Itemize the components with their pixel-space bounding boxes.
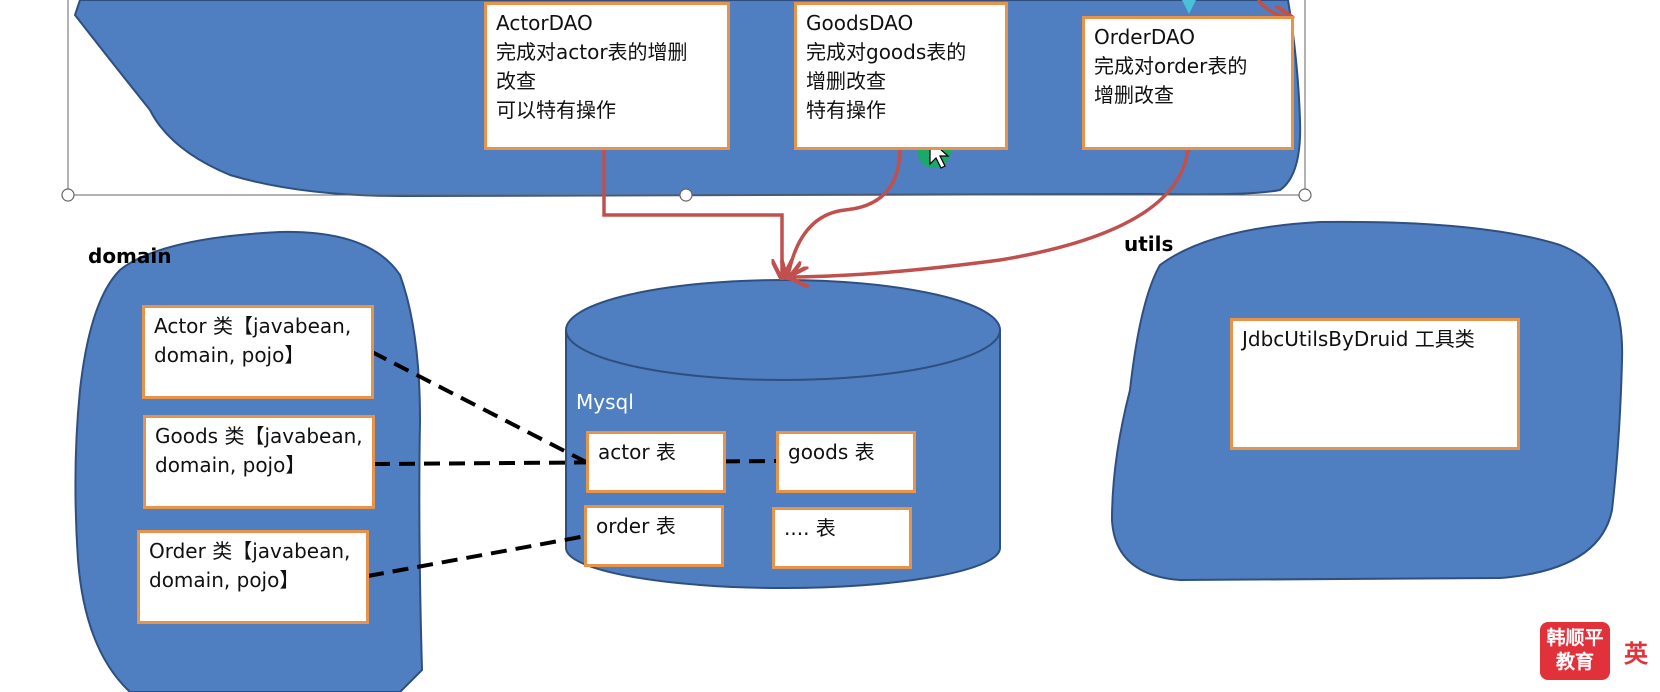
actordao-line: ActorDAO (496, 11, 593, 35)
brand-badge: 韩顺平 教育 (1540, 622, 1610, 680)
order-class-line: Order 类【javabean, (149, 539, 351, 563)
dashed-link-actor (371, 350, 587, 464)
goods-table-box[interactable]: goods 表 (776, 431, 916, 493)
selection-handle-bottom[interactable] (679, 188, 693, 202)
orderdao-line: 增删改查 (1094, 83, 1174, 107)
actordao-line: 可以特有操作 (496, 98, 616, 122)
ime-indicator[interactable]: 英 (1624, 640, 1648, 668)
mysql-label: Mysql (576, 390, 634, 414)
goodsdao-line: 特有操作 (806, 98, 886, 122)
mysql-cylinder-top (565, 279, 1001, 381)
selection-handle-left[interactable] (61, 188, 75, 202)
other-table-box[interactable]: .... 表 (772, 507, 912, 569)
jdbc-utils-label: JdbcUtilsByDruid 工具类 (1242, 327, 1475, 351)
utils-label: utils (1124, 232, 1174, 256)
arrow-goodsdao-to-mysql (788, 147, 902, 276)
goods-table-label: goods 表 (788, 440, 875, 464)
actor-class-box[interactable]: Actor 类【javabean, domain, pojo】 (142, 305, 374, 399)
goodsdao-line: 完成对goods表的 (806, 40, 967, 64)
selection-handle-right[interactable] (1298, 188, 1312, 202)
goodsdao-line: GoodsDAO (806, 11, 914, 35)
brand-badge-line: 韩顺平 (1546, 627, 1604, 649)
goods-class-line: Goods 类【javabean, (155, 424, 363, 448)
order-table-box[interactable]: order 表 (584, 505, 724, 567)
order-table-label: order 表 (596, 514, 676, 538)
actor-table-label: actor 表 (598, 440, 676, 464)
goodsdao-line: 增删改查 (806, 69, 886, 93)
dashed-link-order (367, 534, 587, 578)
goods-class-line: domain, pojo】 (155, 453, 306, 477)
order-class-line: domain, pojo】 (149, 568, 300, 592)
actor-class-line: Actor 类【javabean, (154, 314, 352, 338)
brand-badge-line: 教育 (1555, 651, 1594, 673)
arrow-orderdao-to-mysql (792, 147, 1190, 277)
orderdao-line: OrderDAO (1094, 25, 1195, 49)
actor-table-box[interactable]: actor 表 (586, 431, 726, 493)
teal-arrow-stub (1182, 0, 1196, 14)
orderdao-box[interactable]: OrderDAO 完成对order表的 增删改查 (1082, 16, 1294, 150)
other-table-label: .... 表 (784, 516, 836, 540)
order-class-box[interactable]: Order 类【javabean, domain, pojo】 (137, 530, 369, 624)
domain-label: domain (88, 244, 172, 268)
goods-class-box[interactable]: Goods 类【javabean, domain, pojo】 (143, 415, 375, 509)
actordao-box[interactable]: ActorDAO 完成对actor表的增删 改查 可以特有操作 (484, 2, 730, 150)
arrow-actordao-to-mysql (602, 148, 782, 276)
orderdao-line: 完成对order表的 (1094, 54, 1248, 78)
goodsdao-box[interactable]: GoodsDAO 完成对goods表的 增删改查 特有操作 (794, 2, 1008, 150)
actor-class-line: domain, pojo】 (154, 343, 305, 367)
jdbc-utils-box[interactable]: JdbcUtilsByDruid 工具类 (1230, 318, 1520, 450)
actordao-line: 改查 (496, 69, 536, 93)
actordao-line: 完成对actor表的增删 (496, 40, 688, 64)
